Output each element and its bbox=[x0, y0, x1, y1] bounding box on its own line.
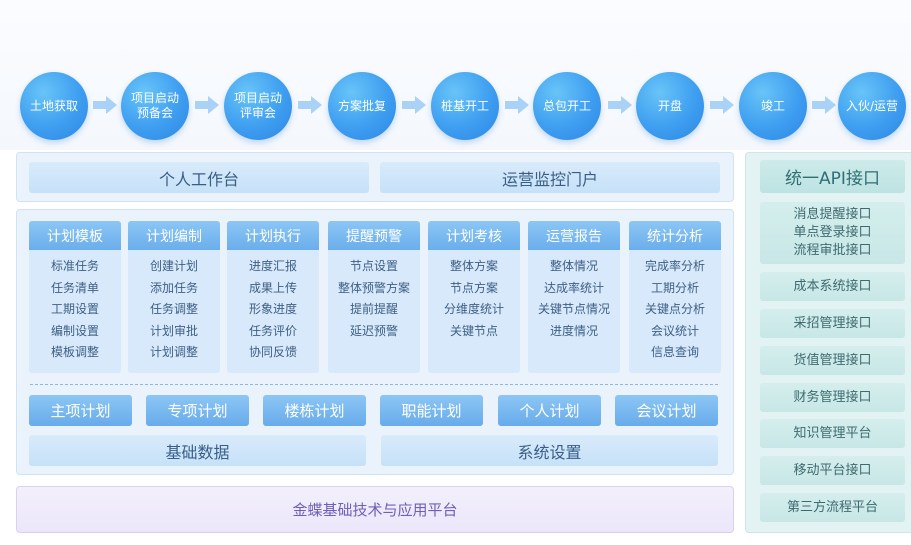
platform-bar: 金蝶基础技术与应用平台 bbox=[16, 486, 734, 533]
module-item: 提前提醒 bbox=[349, 302, 398, 317]
plan-functional: 职能计划 bbox=[380, 395, 483, 426]
module-statistics: 统计分析 完成率分析 工期分析 关键点分析 会议统计 信息查询 bbox=[629, 221, 721, 373]
dashed-divider bbox=[30, 384, 718, 385]
module-item: 工期设置 bbox=[50, 302, 99, 317]
module-item: 编制设置 bbox=[50, 323, 99, 338]
module-item: 关键节点情况 bbox=[537, 302, 610, 317]
flow-step-pile-start: 桩基开工 bbox=[431, 72, 499, 140]
module-item: 添加任务 bbox=[149, 280, 198, 295]
flow-step-kickoff-prep: 项目启动 预备会 bbox=[121, 72, 189, 140]
flow-arrow-icon bbox=[93, 96, 117, 114]
flow-step-occupancy: 入伙/运营 bbox=[838, 72, 906, 140]
module-item: 创建计划 bbox=[149, 259, 198, 273]
module-plan-execute: 计划执行 进度汇报 成果上传 形象进度 任务评价 协同反馈 bbox=[227, 221, 319, 373]
module-item: 进度汇报 bbox=[248, 259, 297, 273]
flow-arrow-icon bbox=[298, 96, 322, 114]
system-settings-bar: 系统设置 bbox=[381, 435, 718, 466]
module-operation-report: 运营报告 整体情况 达成率统计 关键节点情况 进度情况 bbox=[528, 221, 620, 373]
api-item-value: 货值管理接口 bbox=[760, 346, 905, 375]
api-item-procurement: 采招管理接口 bbox=[760, 309, 905, 338]
module-item: 完成率分析 bbox=[644, 259, 705, 273]
flow-step-kickoff-review: 项目启动 评审会 bbox=[224, 72, 292, 140]
flow-step-opening: 开盘 bbox=[636, 72, 704, 140]
module-item: 协同反馈 bbox=[248, 345, 297, 360]
base-data-bar: 基础数据 bbox=[29, 435, 366, 466]
flow-step-land-acquisition: 土地获取 bbox=[20, 72, 88, 140]
flow-arrow-icon bbox=[608, 96, 632, 114]
module-item: 关键节点 bbox=[449, 323, 498, 338]
module-item: 计划审批 bbox=[149, 323, 198, 338]
module-item: 分维度统计 bbox=[443, 302, 504, 317]
module-plan-template: 计划模板 标准任务 任务清单 工期设置 编制设置 模板调整 bbox=[29, 221, 121, 373]
module-title: 统计分析 bbox=[629, 221, 721, 250]
module-item: 计划调整 bbox=[149, 345, 198, 360]
module-title: 运营报告 bbox=[528, 221, 620, 250]
module-title: 计划执行 bbox=[227, 221, 319, 250]
api-item-mobile: 移动平台接口 bbox=[760, 456, 905, 485]
module-item: 信息查询 bbox=[650, 345, 699, 360]
api-title: 统一API接口 bbox=[760, 160, 905, 193]
module-item: 节点设置 bbox=[349, 259, 398, 273]
module-item: 节点方案 bbox=[449, 280, 498, 295]
module-item: 标准任务 bbox=[50, 259, 99, 273]
api-item-third-party: 第三方流程平台 bbox=[760, 493, 905, 522]
module-item: 延迟预警 bbox=[349, 323, 398, 338]
module-plan-assessment: 计划考核 整体方案 节点方案 分维度统计 关键节点 bbox=[428, 221, 520, 373]
operations-portal-bar: 运营监控门户 bbox=[380, 162, 720, 193]
module-item: 模板调整 bbox=[50, 345, 99, 360]
module-item: 任务评价 bbox=[248, 323, 297, 338]
flow-step-general-start: 总包开工 bbox=[533, 72, 601, 140]
flow-step-completion: 竣工 bbox=[739, 72, 807, 140]
module-item: 任务调整 bbox=[149, 302, 198, 317]
flow-arrow-icon bbox=[812, 96, 836, 114]
plan-building: 楼栋计划 bbox=[263, 395, 366, 426]
module-title: 计划考核 bbox=[428, 221, 520, 250]
module-title: 计划模板 bbox=[29, 221, 121, 250]
flow-arrow-icon bbox=[195, 96, 219, 114]
plan-meeting: 会议计划 bbox=[615, 395, 718, 426]
flow-arrow-icon bbox=[402, 96, 426, 114]
module-item: 整体预警方案 bbox=[337, 280, 410, 295]
module-item: 整体方案 bbox=[449, 259, 498, 273]
flow-arrow-icon bbox=[505, 96, 529, 114]
module-item: 形象进度 bbox=[248, 302, 297, 317]
flow-step-scheme-approval: 方案批复 bbox=[328, 72, 396, 140]
plan-special: 专项计划 bbox=[146, 395, 249, 426]
module-item: 关键点分析 bbox=[644, 302, 705, 317]
plan-main: 主项计划 bbox=[29, 395, 132, 426]
plan-personal: 个人计划 bbox=[498, 395, 601, 426]
process-flow: 土地获取 项目启动 预备会 项目启动 评审会 方案批复 桩基开工 总包开工 开盘… bbox=[0, 72, 911, 140]
module-reminder-alert: 提醒预警 节点设置 整体预警方案 提前提醒 延迟预警 bbox=[328, 221, 420, 373]
api-item-knowledge: 知识管理平台 bbox=[760, 419, 905, 448]
module-item: 进度情况 bbox=[549, 323, 598, 338]
module-item: 达成率统计 bbox=[543, 280, 604, 295]
api-item-cost: 成本系统接口 bbox=[760, 272, 905, 301]
module-item: 成果上传 bbox=[248, 280, 297, 295]
api-item-finance: 财务管理接口 bbox=[760, 383, 905, 412]
module-title: 计划编制 bbox=[128, 221, 220, 250]
module-item: 任务清单 bbox=[50, 280, 99, 295]
module-item: 工期分析 bbox=[650, 280, 699, 295]
module-title: 提醒预警 bbox=[328, 221, 420, 250]
module-item: 整体情况 bbox=[549, 259, 598, 273]
module-item: 会议统计 bbox=[650, 323, 699, 338]
module-plan-compile: 计划编制 创建计划 添加任务 任务调整 计划审批 计划调整 bbox=[128, 221, 220, 373]
flow-arrow-icon bbox=[710, 96, 734, 114]
api-item-message-sso-workflow: 消息提醒接口 单点登录接口 流程审批接口 bbox=[760, 202, 905, 264]
personal-workbench-bar: 个人工作台 bbox=[29, 162, 369, 193]
